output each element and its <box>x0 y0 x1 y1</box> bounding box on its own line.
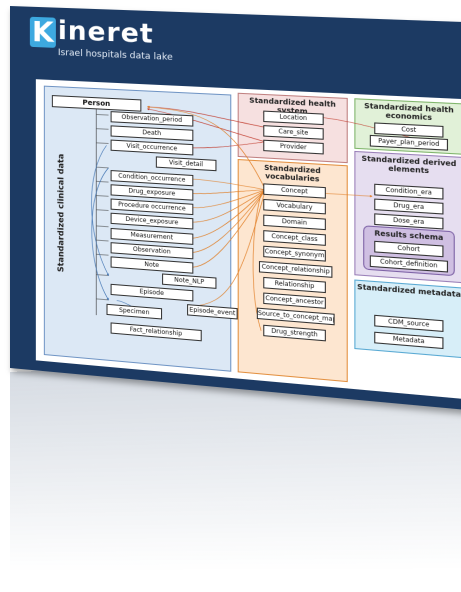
slide-card: K ineret Israel hospitals data lake Stan… <box>10 6 461 412</box>
logo-text: ineret <box>57 15 154 50</box>
derived-title: Standardized derived elements <box>361 154 457 176</box>
schema-diagram: Standardized clinical data Standardized … <box>36 79 461 400</box>
clinical-title: Standardized clinical data <box>56 153 66 273</box>
logo-letter: K <box>29 15 56 49</box>
metadata-title: Standardized metadata <box>357 282 461 300</box>
vocabularies-title: Standardized vocabularies <box>264 163 321 184</box>
tagline: Israel hospitals data lake <box>57 47 173 64</box>
economics-title: Standardized health economics <box>364 101 454 123</box>
